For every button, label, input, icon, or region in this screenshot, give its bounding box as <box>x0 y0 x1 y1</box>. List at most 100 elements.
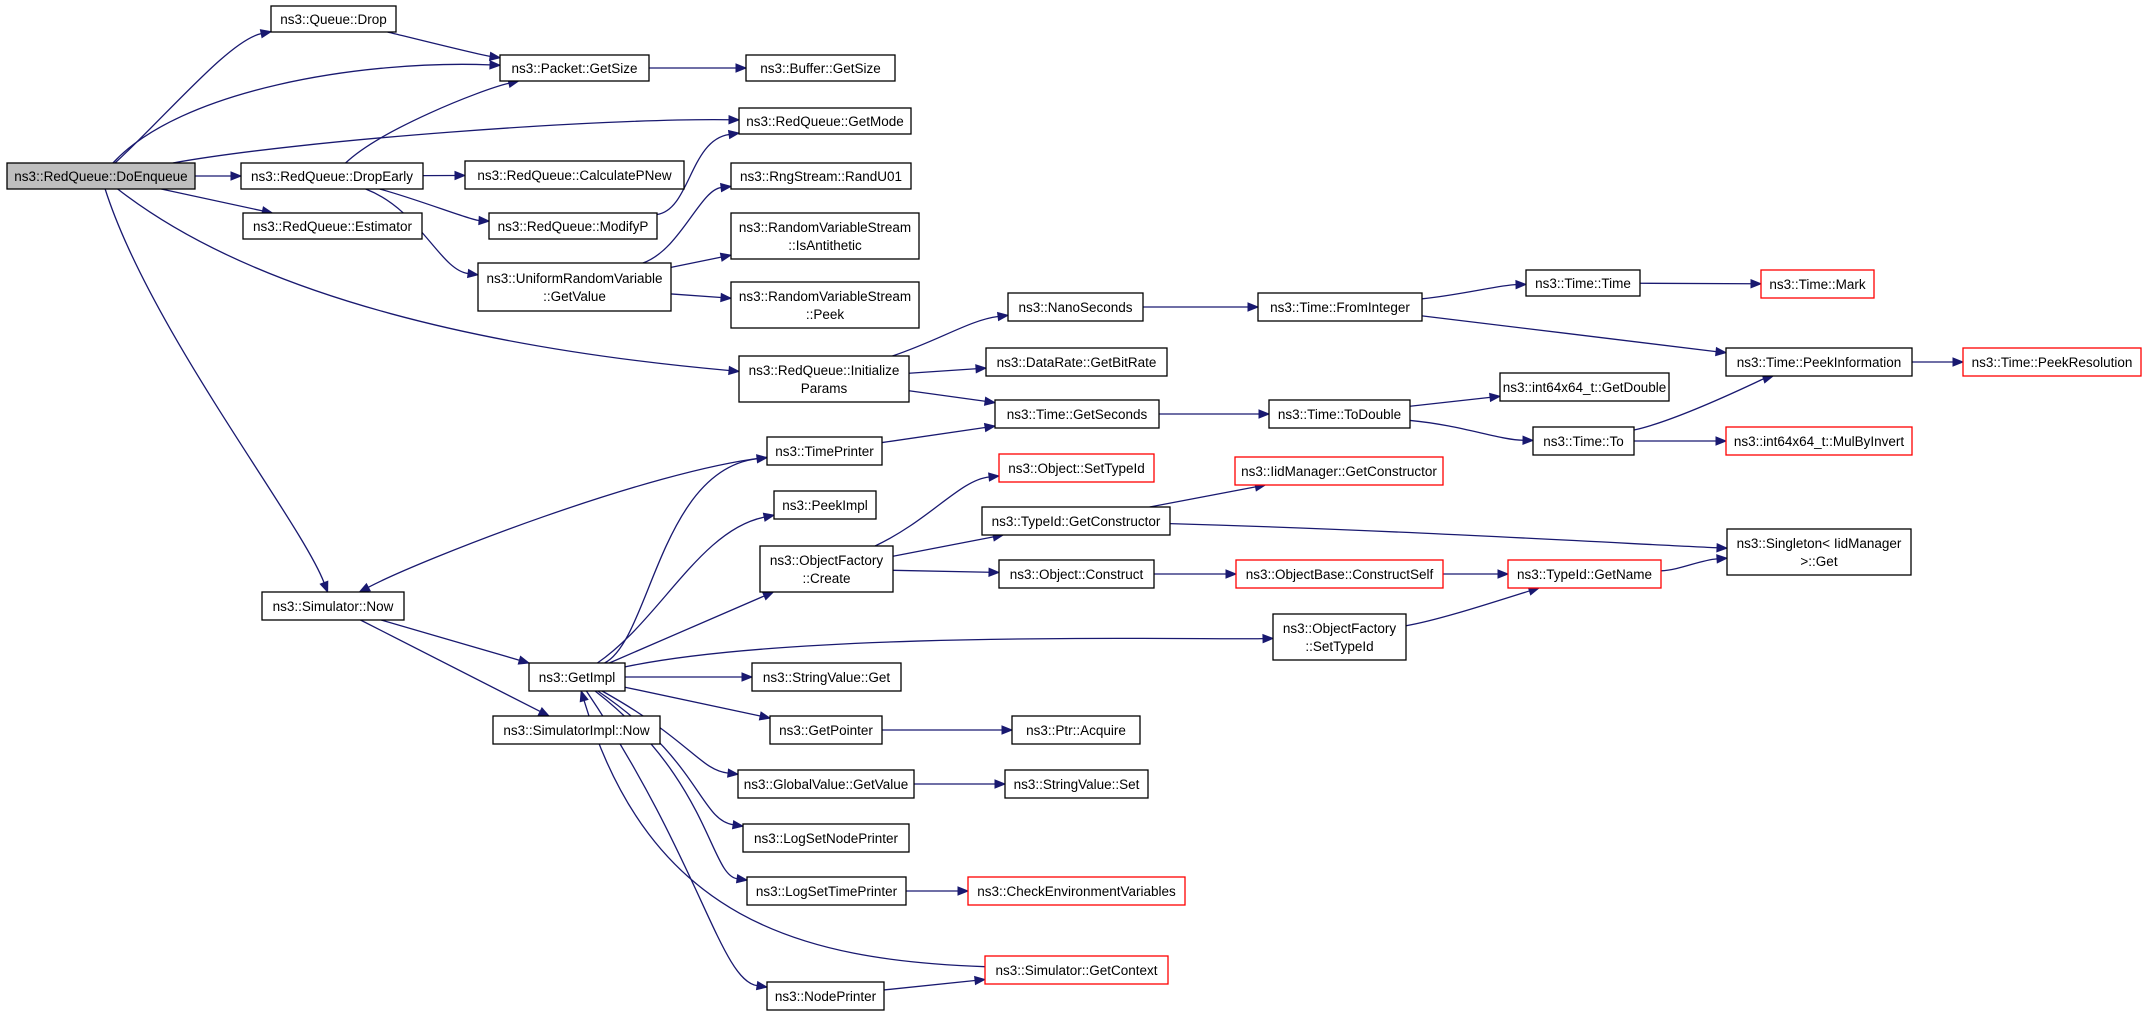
node-getdouble[interactable]: ns3::int64x64_t::GetDouble <box>1499 372 1670 402</box>
node-estimator[interactable]: ns3::RedQueue::Estimator <box>242 212 423 240</box>
node-dropearly[interactable]: ns3::RedQueue::DropEarly <box>240 162 424 190</box>
node-gv-getvalue[interactable]: ns3::GlobalValue::GetValue <box>737 769 915 799</box>
node-packet-getsize[interactable]: ns3::Packet::GetSize <box>499 54 650 82</box>
node-settypeid[interactable]: ns3::Object::SetTypeId <box>998 453 1155 483</box>
node-of-create[interactable]: ns3::ObjectFactory::Create <box>759 545 894 593</box>
node-logsetnodeprinter[interactable]: ns3::LogSetNodePrinter <box>742 823 910 853</box>
arrowhead <box>517 655 531 665</box>
edge-doenqueue-to-sim_now <box>104 188 329 594</box>
node-rvs-peek[interactable]: ns3::RandomVariableStream::Peek <box>730 281 920 329</box>
arrowhead <box>727 129 741 140</box>
node-label: ns3::LogSetNodePrinter <box>754 831 899 846</box>
node-peekres[interactable]: ns3::Time::PeekResolution <box>1962 347 2142 377</box>
node-time-to[interactable]: ns3::Time::To <box>1532 426 1635 456</box>
edge-line <box>656 133 730 216</box>
node-box <box>773 490 877 520</box>
node-queue-drop[interactable]: ns3::Queue::Drop <box>270 5 397 33</box>
edge-line <box>1409 396 1491 407</box>
node-box <box>738 355 910 403</box>
edge-line <box>1409 419 1524 441</box>
edge-line <box>172 118 730 164</box>
node-label: ns3::RandomVariableStream <box>739 289 911 304</box>
edge-initparams-to-getseconds <box>908 390 997 406</box>
node-of-settypeid[interactable]: ns3::ObjectFactory::SetTypeId <box>1272 613 1407 661</box>
edge-nanoseconds-to-frominteger <box>1143 302 1260 312</box>
edge-line <box>892 536 994 557</box>
node-sim-getcontext[interactable]: ns3::Simulator::GetContext <box>984 955 1169 985</box>
edge-initparams-to-getbitrate <box>908 364 988 374</box>
node-nodeprinter[interactable]: ns3::NodePrinter <box>766 981 885 1011</box>
edge-line <box>345 82 510 164</box>
node-timeprinter[interactable]: ns3::TimePrinter <box>766 436 883 466</box>
node-sv-get[interactable]: ns3::StringValue::Get <box>751 662 902 692</box>
node-nanoseconds[interactable]: ns3::NanoSeconds <box>1007 292 1144 322</box>
node-box <box>766 981 885 1011</box>
node-label: ns3::ObjectFactory <box>770 553 884 568</box>
node-box <box>730 162 912 190</box>
node-todouble[interactable]: ns3::Time::ToDouble <box>1268 399 1411 429</box>
node-peekinfo[interactable]: ns3::Time::PeekInformation <box>1725 347 1913 377</box>
node-box <box>984 955 1169 985</box>
node-peekimpl[interactable]: ns3::PeekImpl <box>773 490 877 520</box>
edge-line <box>883 979 976 991</box>
arrowhead <box>579 689 589 703</box>
node-getmode[interactable]: ns3::RedQueue::GetMode <box>738 107 912 135</box>
node-logsettimeprinter[interactable]: ns3::LogSetTimePrinter <box>746 876 907 906</box>
arrowhead <box>1716 543 1729 553</box>
node-typeid-getname[interactable]: ns3::TypeId::GetName <box>1507 559 1662 589</box>
node-mulbyinvert[interactable]: ns3::int64x64_t::MulByInvert <box>1725 426 1913 456</box>
arrowhead <box>728 365 741 376</box>
node-time-mark[interactable]: ns3::Time::Mark <box>1760 269 1875 299</box>
node-randu01[interactable]: ns3::RngStream::RandU01 <box>730 162 912 190</box>
edge-line <box>908 368 977 374</box>
node-sv-set[interactable]: ns3::StringValue::Set <box>1004 769 1149 799</box>
arrowhead <box>719 252 733 262</box>
node-getseconds[interactable]: ns3::Time::GetSeconds <box>994 399 1160 429</box>
node-ptr-acquire[interactable]: ns3::Ptr::Acquire <box>1011 715 1141 745</box>
node-obj-construct[interactable]: ns3::Object::Construct <box>998 559 1155 589</box>
edge-urv_getvalue-to-isantithetic <box>670 252 733 268</box>
node-box <box>742 823 910 853</box>
node-urv-getvalue[interactable]: ns3::UniformRandomVariable::GetValue <box>477 262 672 312</box>
node-iid-getctor[interactable]: ns3::IidManager::GetConstructor <box>1234 456 1444 486</box>
node-box <box>492 715 661 745</box>
node-simimpl-now[interactable]: ns3::SimulatorImpl::Now <box>492 715 661 745</box>
node-box <box>737 769 915 799</box>
edge-getimpl-to-nodeprinter <box>585 690 769 991</box>
node-label: ns3::Buffer::GetSize <box>760 61 881 76</box>
node-box <box>1507 559 1662 589</box>
node-box <box>1257 292 1423 322</box>
edge-typeid_getctor-to-iid_getctor <box>1149 482 1267 508</box>
edge-line <box>609 595 765 664</box>
arrowhead <box>761 591 775 601</box>
node-getbitrate[interactable]: ns3::DataRate::GetBitRate <box>985 347 1168 377</box>
edge-packet_getsize-to-buffer_getsize <box>649 63 748 73</box>
node-label: ns3::ObjectFactory <box>1283 621 1397 636</box>
edge-line <box>583 700 986 968</box>
arrowhead <box>735 873 749 884</box>
node-typeid-getctor[interactable]: ns3::TypeId::GetConstructor <box>981 506 1171 536</box>
node-label: ns3::Singleton< IidManager <box>1737 536 1902 551</box>
node-sim-now[interactable]: ns3::Simulator::Now <box>261 591 405 621</box>
node-isantithetic[interactable]: ns3::RandomVariableStream::IsAntithetic <box>730 212 920 260</box>
arrowhead <box>756 454 769 464</box>
node-label: ns3::TypeId::GetName <box>1517 567 1652 582</box>
node-singleton-get[interactable]: ns3::Singleton< IidManager >::Get <box>1726 528 1912 576</box>
node-label: ::SetTypeId <box>1305 639 1373 654</box>
node-getimpl[interactable]: ns3::GetImpl <box>528 662 626 692</box>
edge-line <box>379 188 480 222</box>
node-getpointer[interactable]: ns3::GetPointer <box>769 715 883 745</box>
edge-line <box>387 31 491 58</box>
edge-line <box>1405 590 1530 627</box>
arrowhead <box>1247 302 1260 312</box>
node-calcpnew[interactable]: ns3::RedQueue::CalculatePNew <box>464 160 685 190</box>
node-checkenv[interactable]: ns3::CheckEnvironmentVariables <box>967 876 1186 906</box>
node-time-time[interactable]: ns3::Time::Time <box>1525 269 1641 297</box>
node-frominteger[interactable]: ns3::Time::FromInteger <box>1257 292 1423 322</box>
node-modifyp[interactable]: ns3::RedQueue::ModifyP <box>488 212 658 240</box>
node-label: ns3::GetImpl <box>539 670 616 685</box>
node-buffer-getsize[interactable]: ns3::Buffer::GetSize <box>745 54 896 82</box>
node-constructself[interactable]: ns3::ObjectBase::ConstructSelf <box>1235 559 1444 589</box>
node-label: ns3::LogSetTimePrinter <box>756 884 898 899</box>
